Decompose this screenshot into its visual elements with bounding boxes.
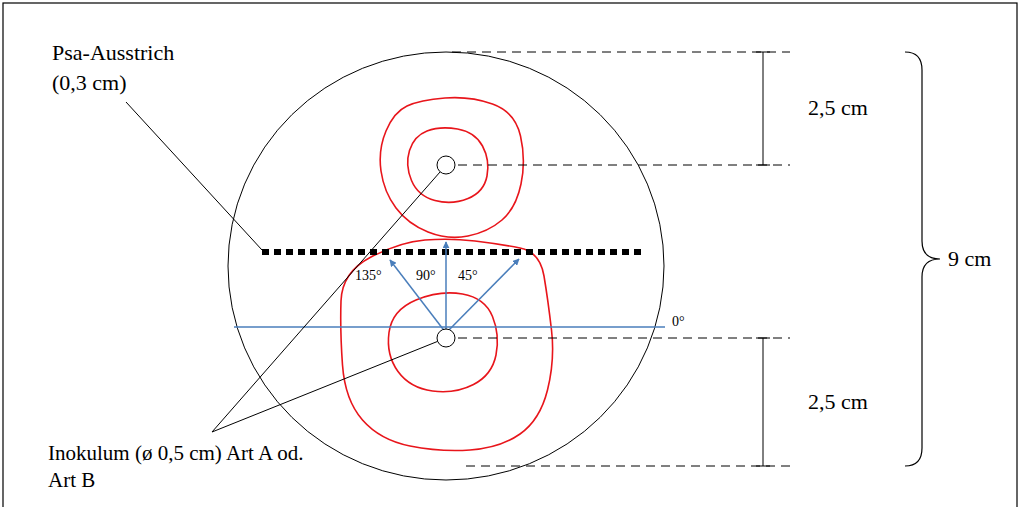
angle-label: 45°	[458, 268, 478, 284]
dimension-bracket	[763, 52, 764, 165]
angle-label: 135°	[355, 268, 382, 284]
dimension-line	[466, 466, 790, 467]
dimension-bracket	[756, 165, 770, 166]
psa-streak	[262, 249, 645, 255]
inoculum-label: Inokulum (ø 0,5 cm) Art A od. Art B	[48, 440, 328, 494]
angle-arrow	[390, 260, 446, 333]
dimension-line	[458, 165, 790, 166]
angle-arrow	[446, 259, 519, 333]
inoculum-plug	[437, 329, 455, 347]
growth-zone-inner	[388, 293, 497, 392]
angle-label: 0°	[672, 314, 685, 330]
growth-zone-outer	[341, 239, 553, 450]
dimension-bracket	[756, 466, 770, 467]
frame	[3, 3, 1017, 507]
reference-line	[234, 326, 665, 328]
dimension-label: 2,5 cm	[808, 388, 868, 416]
dimension-bracket	[756, 52, 770, 53]
petri-dish	[228, 52, 664, 480]
dimension-label: 2,5 cm	[808, 94, 868, 122]
leader-line	[212, 341, 438, 432]
curly-brace	[905, 52, 940, 466]
angle-label: 90°	[416, 268, 436, 284]
dimension-bracket	[756, 338, 770, 339]
dimension-label: 9 cm	[948, 245, 991, 273]
dimension-line	[458, 338, 790, 339]
leader-line	[126, 102, 262, 250]
dimension-line	[452, 52, 790, 53]
angle-arrow	[445, 242, 447, 333]
dimension-bracket	[763, 338, 764, 466]
inoculum-plug	[437, 156, 455, 174]
streak-label: Psa-Ausstrich (0,3 cm)	[52, 38, 212, 98]
leader-line	[212, 172, 440, 432]
